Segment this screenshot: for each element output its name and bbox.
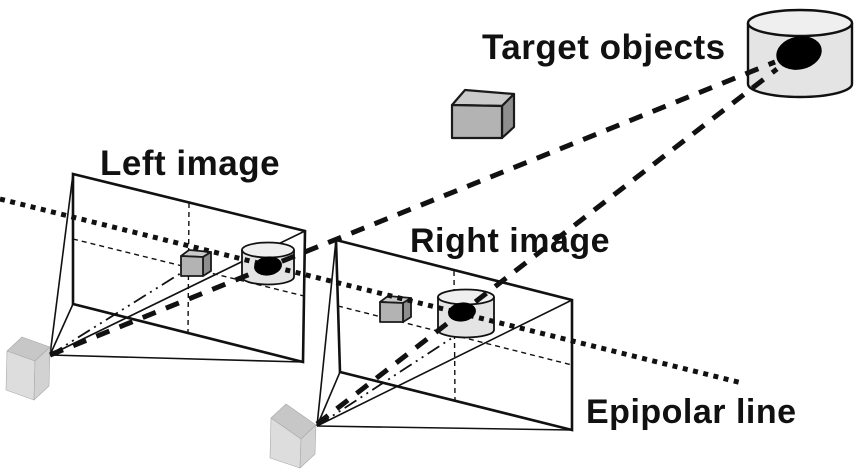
left-image-label: Left image <box>100 144 281 183</box>
left-optical-axis <box>49 267 190 356</box>
left-image-cube-front <box>180 255 204 277</box>
left-frustum-line <box>49 173 74 356</box>
target-cube <box>450 88 516 140</box>
left-camera-side-face <box>33 346 51 401</box>
target-cube-front <box>450 103 504 140</box>
right-plane-diagonal <box>316 299 573 427</box>
left-image-cube-side <box>202 251 212 277</box>
target-cylinder-top <box>746 8 854 38</box>
left-camera-frustum <box>49 173 304 363</box>
right-frustum-line <box>316 239 337 427</box>
left-projection-ray <box>49 59 776 358</box>
right-camera-box <box>269 403 317 469</box>
right-projection-ray <box>315 67 779 426</box>
right-camera-frustum <box>316 239 573 431</box>
right-image-label: Right image <box>410 222 611 260</box>
right-image-feature-blob <box>448 302 476 322</box>
left-image-feature-blob <box>254 256 282 276</box>
epipolar-line-label: Epipolar line <box>586 393 797 431</box>
left-image-cube <box>180 249 212 277</box>
right-frustum-line <box>316 371 341 427</box>
right-optical-axis <box>316 335 456 427</box>
left-camera-box <box>5 336 51 401</box>
right-frustum-line <box>316 425 573 431</box>
right-image-cube-front <box>379 301 404 323</box>
right-image-cube <box>379 295 412 323</box>
target-feature-blob <box>776 36 822 70</box>
left-frustum-line <box>49 354 304 363</box>
right-camera-side-face <box>299 424 317 469</box>
epipolar-line-dotted <box>0 196 743 386</box>
left-image-cylinder-top <box>241 241 295 259</box>
target-objects-label: Target objects <box>482 28 726 67</box>
left-frustum-line <box>49 303 74 356</box>
